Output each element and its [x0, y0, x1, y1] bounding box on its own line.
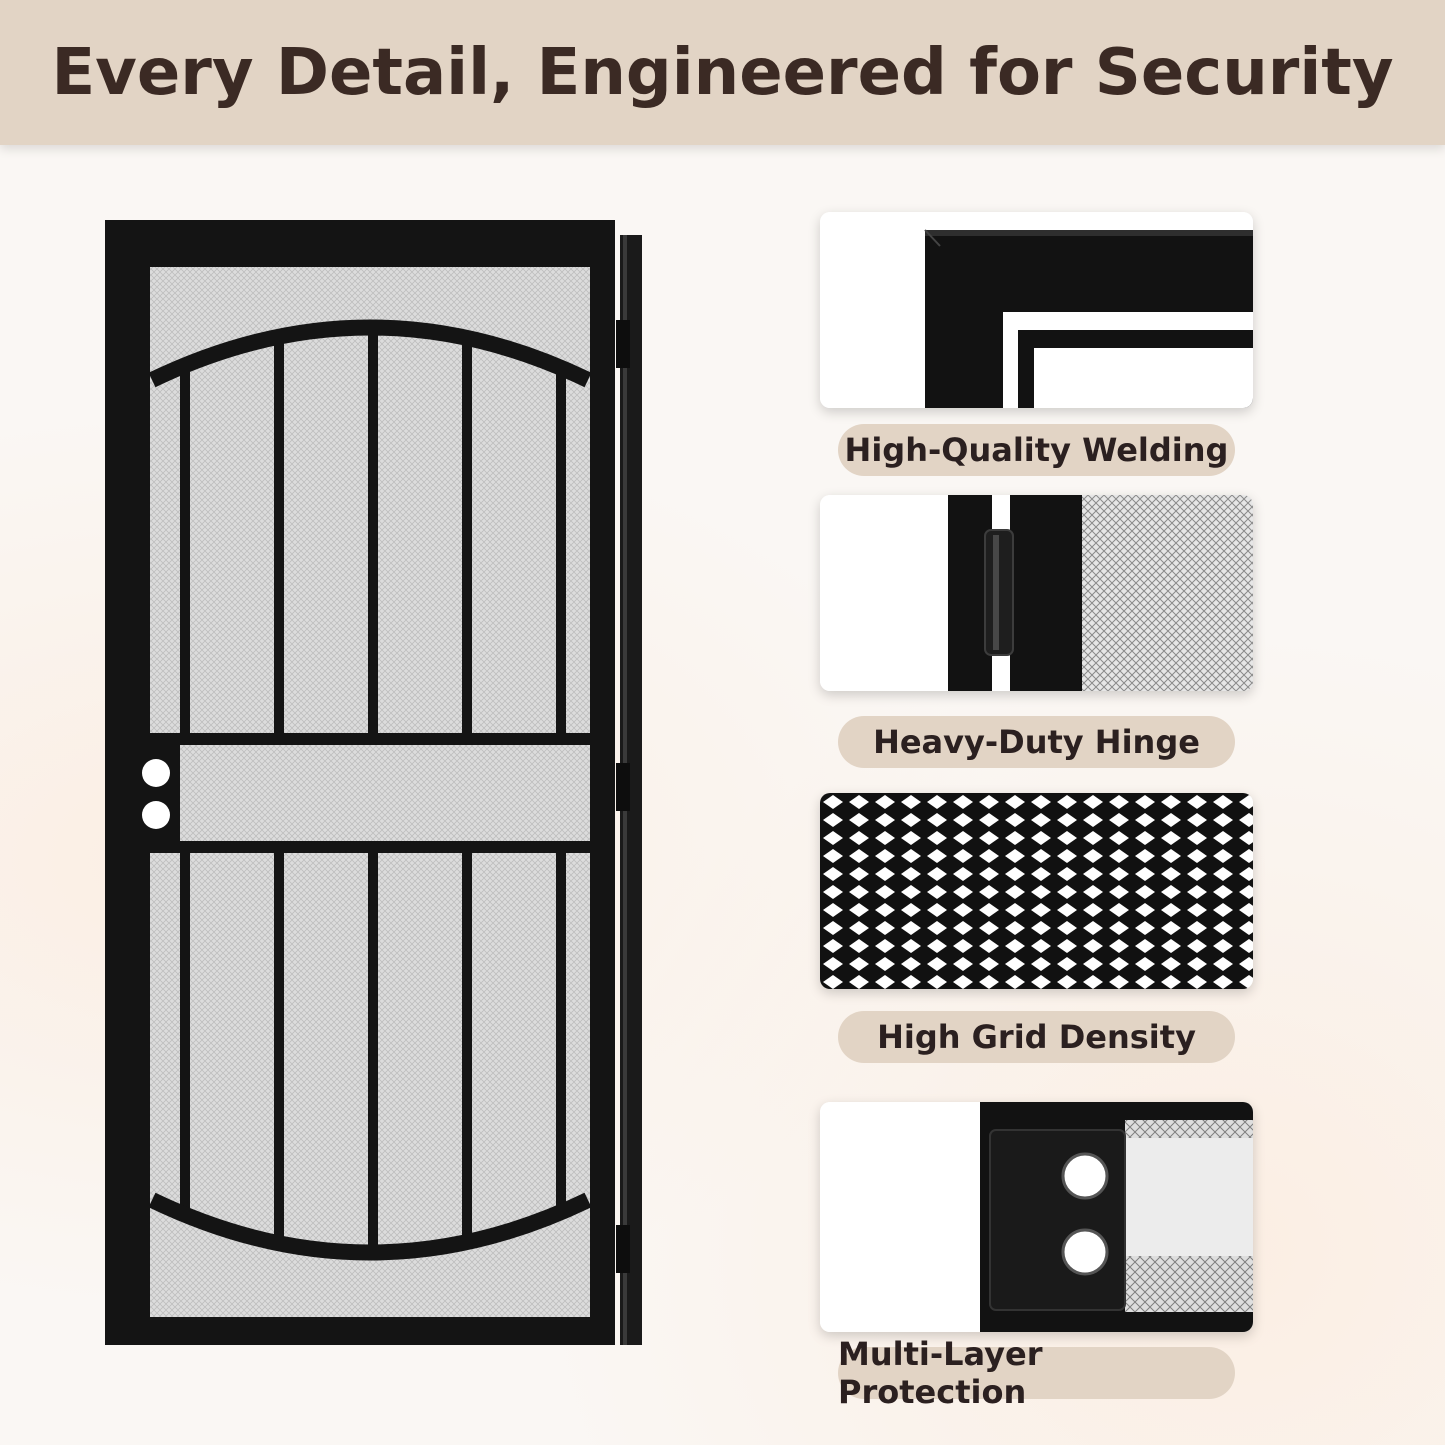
welding-detail-panel — [820, 212, 1253, 408]
security-door-illustration — [100, 215, 650, 1350]
mesh-detail-panel — [820, 793, 1253, 989]
page-title: Every Detail, Engineered for Security — [51, 35, 1394, 110]
feature-label-hinge: Heavy-Duty Hinge — [838, 716, 1235, 768]
lock-box-icon — [820, 1102, 1253, 1332]
feature-label-protection: Multi-Layer Protection — [838, 1335, 1235, 1411]
mesh-grid-icon — [820, 793, 1253, 989]
hinge-detail-panel — [820, 495, 1253, 691]
weld-corner-icon — [820, 212, 1253, 408]
feature-label-grid-density: High Grid Density — [838, 1011, 1235, 1063]
hinge-icon — [820, 495, 1253, 691]
protection-detail-panel — [820, 1102, 1253, 1332]
feature-label-welding: High-Quality Welding — [838, 424, 1235, 476]
door-svg — [105, 220, 642, 1345]
header-banner: Every Detail, Engineered for Security — [0, 0, 1445, 145]
